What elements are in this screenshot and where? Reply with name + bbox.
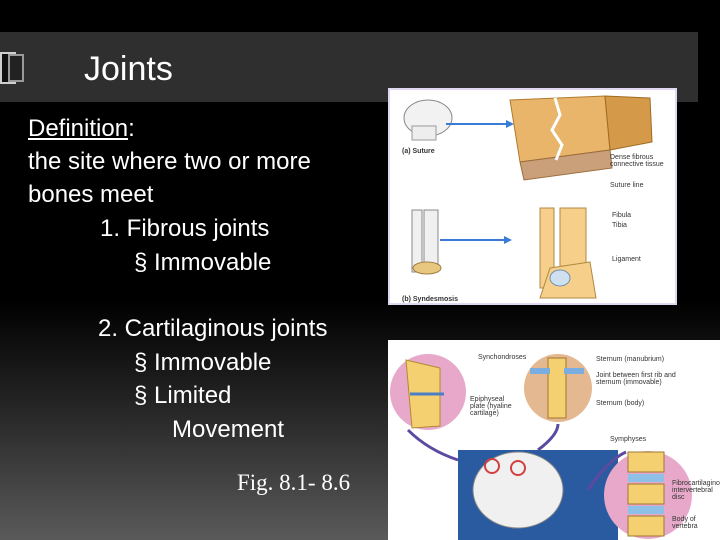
definition-label: Definition: [28, 115, 129, 142]
bullet-immovable-1: § Immovable: [134, 249, 272, 276]
slide-title: Joints: [84, 50, 173, 88]
callout-manubrium: Sternum (manubrium): [596, 356, 665, 363]
synchondroses-label: Synchondroses: [478, 354, 527, 361]
definition-heading: Definition:: [28, 112, 135, 145]
callout-intervertebral-disc: Fibrocartilaginous intervertebral disc: [672, 480, 720, 501]
suture-label: (a) Suture: [402, 148, 435, 155]
callout-dense-tissue: Dense fibrous connective tissue: [610, 154, 664, 168]
definition-colon: :: [128, 115, 135, 142]
cartilaginous-joints-illustration: Synchondroses Symphyses Sternum (manubri…: [388, 340, 720, 540]
bullet-immovable-2: § Immovable: [134, 349, 272, 376]
callout-vertebra-body: Body of vertebra: [672, 516, 698, 530]
callout-first-rib-joint: Joint between first rib and sternum (imm…: [596, 372, 676, 386]
list-item-fibrous: 1. Fibrous joints: [100, 215, 270, 242]
slide-decoration: [0, 52, 24, 84]
symphyses-label: Symphyses: [610, 436, 647, 443]
callout-tibia: Tibia: [612, 222, 627, 229]
callout-suture-line: Suture line: [610, 182, 644, 189]
callout-ligament: Ligament: [612, 256, 641, 263]
fibrous-joints-figure: [403, 95, 653, 299]
list-item-cartilaginous: 2. Cartilaginous joints: [98, 315, 328, 342]
figure-reference: Fig. 8.1- 8.6: [237, 470, 351, 495]
fibrous-joints-illustration: (a) Suture (b) Syndesmosis Dense fibrous…: [388, 88, 677, 305]
bullet-limited: § Limited: [134, 382, 232, 409]
definition-line-2: bones meet: [28, 181, 154, 208]
callout-sternum-body: Sternum (body): [596, 400, 645, 407]
definition-line-1: the site where two or more: [28, 148, 311, 175]
syndesmosis-label: (b) Syndesmosis: [402, 296, 459, 303]
callout-epiphyseal-plate: Epiphyseal plate (hyaline cartilage): [470, 396, 512, 417]
cartilaginous-joints-figure: [390, 354, 692, 540]
callout-fibula: Fibula: [612, 212, 632, 219]
bullet-limited-continuation: Movement: [172, 416, 285, 443]
